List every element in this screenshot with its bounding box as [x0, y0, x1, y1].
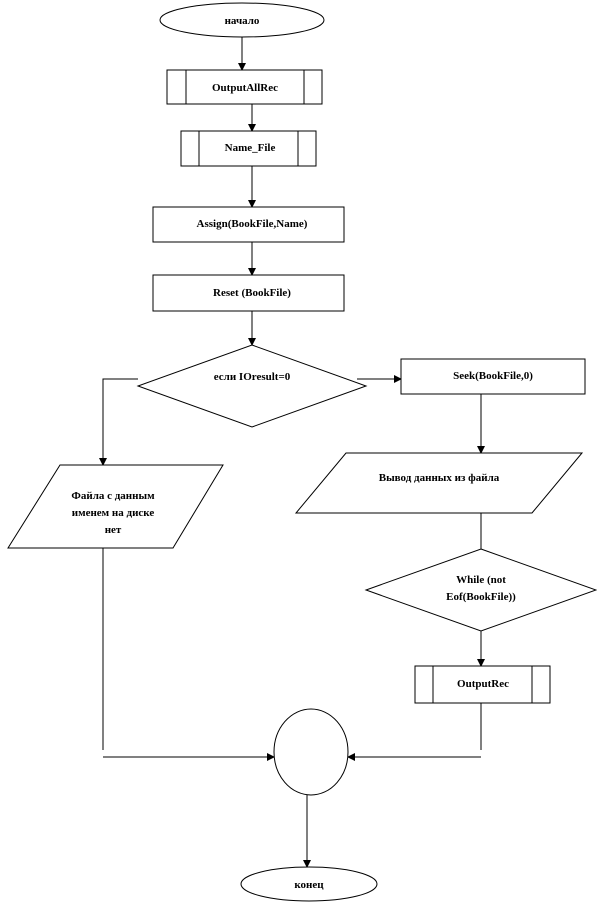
outputallrec-subprocess: OutputAllRec: [166, 69, 323, 105]
seek-process: Seek(BookFile,0): [400, 358, 586, 395]
assign-label: Assign(BookFile,Name): [197, 218, 308, 230]
seek-label: Seek(BookFile,0): [453, 370, 533, 382]
outputrec-label: OutputRec: [457, 678, 509, 690]
end-terminal: конец: [240, 866, 378, 902]
output-data-label: Вывод данных из файла: [379, 472, 500, 484]
namefile-subprocess: Name_File: [180, 130, 317, 167]
file-missing-line3: нет: [105, 524, 122, 536]
assign-process: Assign(BookFile,Name): [152, 206, 345, 243]
while-line2: Eof(BookFile)): [446, 591, 516, 603]
start-terminal: начало: [159, 2, 325, 38]
output-data: Вывод данных из файла: [294, 452, 584, 514]
while-decision: While (not Eof(BookFile)): [364, 548, 597, 632]
file-missing-output: Файла с данным именем на диске нет: [7, 464, 224, 549]
condition-label: если IOresult=0: [214, 371, 291, 383]
reset-process: Reset (BookFile): [152, 274, 345, 312]
outputallrec-label: OutputAllRec: [212, 82, 278, 94]
namefile-label: Name_File: [225, 142, 276, 154]
connector-condition-to-missing: [99, 378, 138, 466]
junction-connector: [273, 708, 349, 796]
reset-label: Reset (BookFile): [213, 287, 291, 299]
condition-decision: если IOresult=0: [136, 344, 368, 428]
file-missing-line2: именем на диске: [72, 507, 155, 519]
while-line1: While (not: [456, 574, 506, 586]
outputrec-subprocess: OutputRec: [414, 665, 551, 704]
file-missing-line1: Файла с данным: [71, 490, 155, 502]
start-label: начало: [225, 15, 260, 27]
end-label: конец: [294, 879, 324, 891]
